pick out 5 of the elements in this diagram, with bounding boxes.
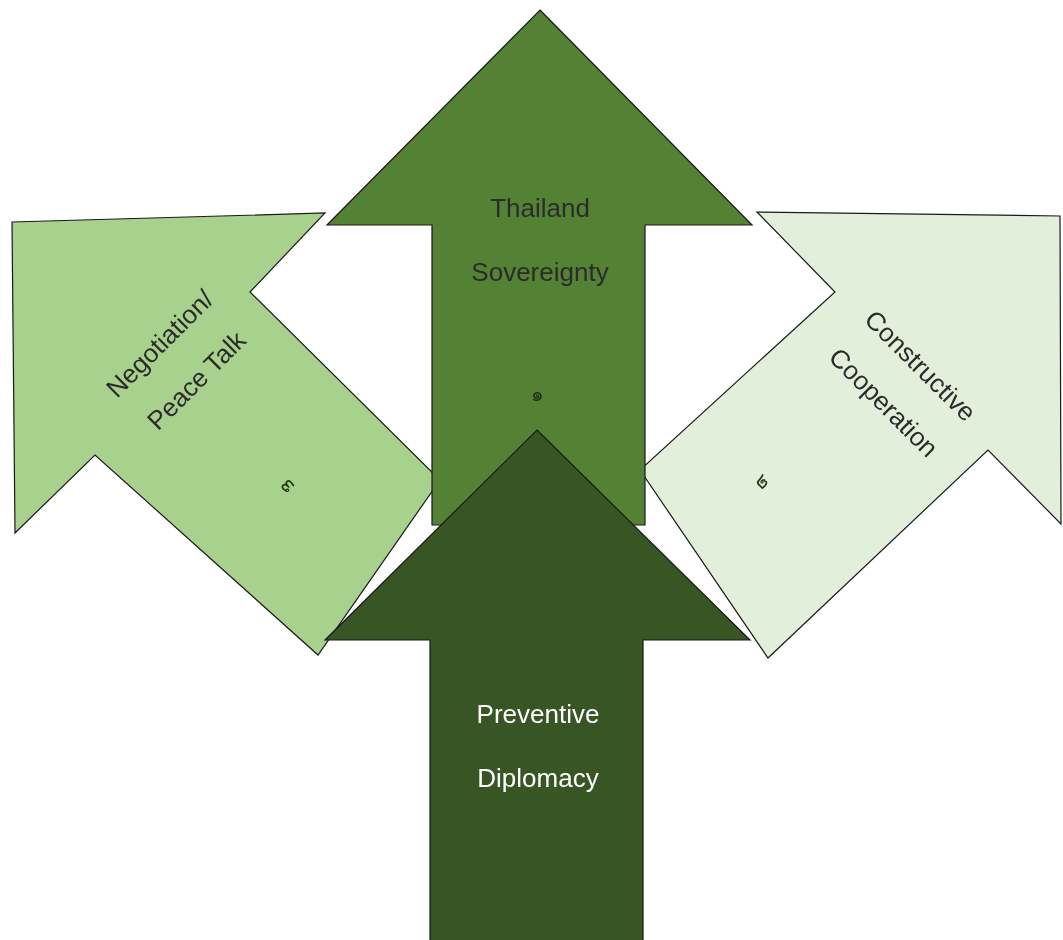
number-label: ๓ [272, 470, 300, 499]
arrow-label: Preventive Diplomacy [475, 698, 601, 795]
number-label: ๒ [750, 467, 778, 496]
arrow-label: Thailand Sovereignty [470, 192, 610, 289]
number-label: ๑ [529, 382, 545, 407]
